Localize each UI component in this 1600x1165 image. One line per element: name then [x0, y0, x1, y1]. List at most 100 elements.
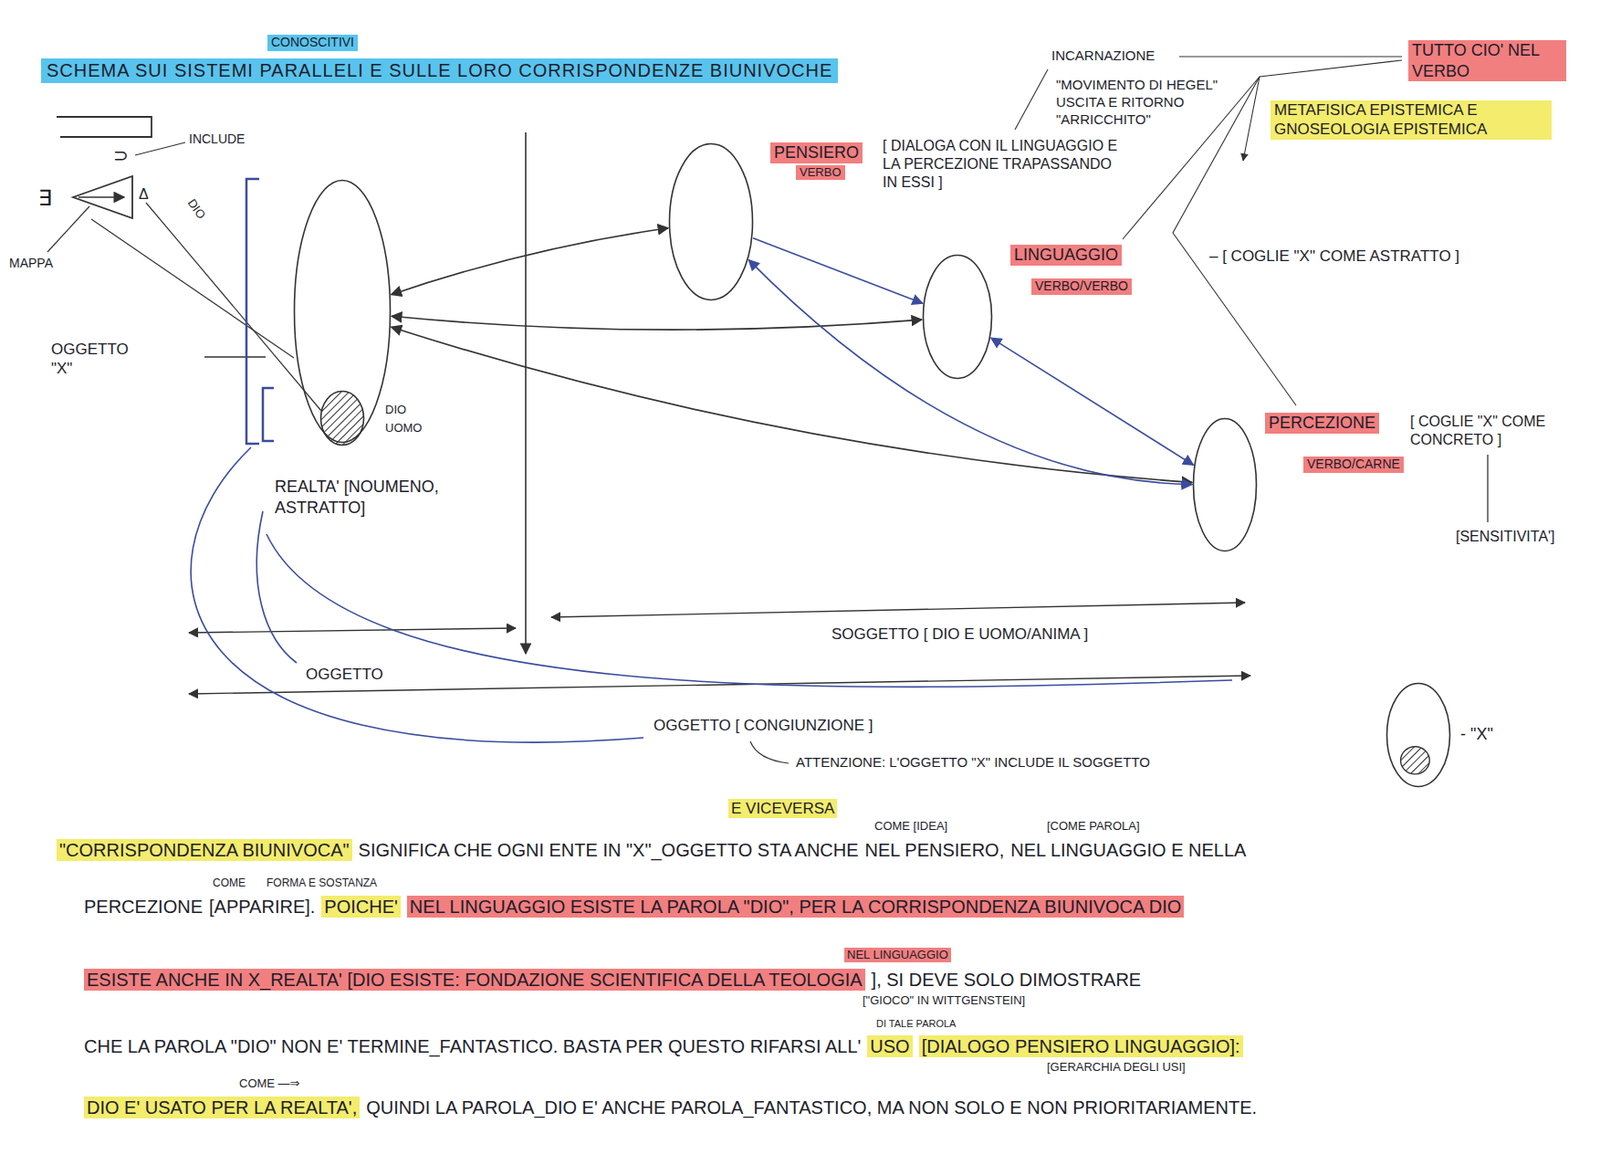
ellipse-outline — [668, 142, 754, 302]
annotation-label: ∃ — [38, 184, 53, 212]
ellipse-node: PERCEZIONEVERBO/CARNE — [1192, 417, 1258, 553]
paragraph-text: ESISTE ANCHE IN X_REALTA' [DIO ESISTE: F… — [83, 968, 866, 991]
paragraph-line: ESISTE ANCHE IN X_REALTA' [DIO ESISTE: F… — [83, 968, 1141, 991]
map-triangle — [73, 176, 133, 219]
leader-line — [135, 142, 186, 156]
paragraph-text: QUINDI LA PAROLA_DIO E' ANCHE PAROLA_FAN… — [366, 1096, 1257, 1119]
inserted-note: NEL LINGUAGGIO — [844, 947, 952, 963]
annotation-label: METAFISICA EPISTEMICA E GNOSEOLOGIA EPIS… — [1270, 100, 1552, 140]
connector — [748, 260, 1193, 485]
annotation-label: DIO — [184, 196, 210, 222]
paragraph-text: NEL LINGUAGGIO ESISTE LA PAROLA "DIO", P… — [407, 895, 1185, 918]
double-arrow — [188, 627, 516, 633]
inserted-note: COME [IDEA] — [874, 818, 948, 834]
paragraph-line: DIO E' USATO PER LA REALTA', QUINDI LA PA… — [83, 1096, 1257, 1119]
node-label: - "X" — [1460, 723, 1494, 745]
diagram-title: SCHEMA SUI SISTEMI PARALLELI E SULLE LOR… — [41, 58, 838, 84]
paragraph-line: CHE LA PAROLA "DIO" NON E' TERMINE_FANTA… — [83, 1035, 1244, 1057]
paragraph-text: POICHE' — [321, 895, 401, 918]
annotation-label: – [ COGLIE "X" COME ASTRATTO ] — [1209, 246, 1460, 266]
annotation-label: [SENSITIVITA'] — [1455, 527, 1556, 546]
paragraph-text: NEL PENSIERO, — [865, 838, 1005, 861]
node-label: LINGUAGGIO — [1010, 244, 1122, 266]
annotation-label: INCARNAZIONE — [1051, 47, 1155, 65]
leader-line — [1179, 55, 1402, 57]
paragraph-text: PERCEZIONE — [83, 895, 203, 918]
double-arrow — [551, 602, 1245, 617]
annotation-label: INCLUDE — [188, 131, 245, 148]
annotation-label: SOGGETTO [ DIO E UOMO/ANIMA ] — [831, 624, 1088, 644]
annotation-label: CONOSCITIVI — [267, 34, 358, 52]
paragraph-text: CHE LA PAROLA "DIO" NON E' TERMINE_FANTA… — [83, 1035, 861, 1057]
connector — [752, 238, 923, 304]
connector — [391, 315, 922, 330]
annotation-label: OGGETTO — [305, 664, 384, 684]
ellipse-outline — [1385, 681, 1452, 788]
inserted-note: ["GIOCO" IN WITTGENSTEIN] — [862, 993, 1025, 1008]
inserted-note: DI TALE PAROLA — [876, 1017, 956, 1031]
ellipse-node: REALTA' [NOUMENO, ASTRATTO]DIOUOMO — [292, 178, 392, 444]
include-symbol — [56, 116, 152, 137]
blue-curve — [266, 533, 1233, 687]
leader-line — [1486, 454, 1488, 523]
node-label: REALTA' [NOUMENO, ASTRATTO] — [274, 476, 467, 518]
object-bracket — [246, 178, 260, 444]
ellipse-shape — [669, 144, 753, 301]
ellipse-node: DIOUOMO — [319, 389, 366, 447]
paragraph-line: "CORRISPONDENZA BIUNIVOCA"SIGNIFICA CHE … — [56, 838, 1246, 861]
hatched-core — [1401, 746, 1431, 774]
paragraph-text: USO — [867, 1035, 912, 1057]
ellipse-shape — [1193, 418, 1257, 552]
inserted-note: FORMA E SOSTANZA — [266, 876, 377, 890]
leader-line — [750, 741, 789, 764]
connector — [391, 228, 669, 295]
node-label: UOMO — [385, 420, 422, 436]
paragraph-text: "CORRISPONDENZA BIUNIVOCA" — [56, 838, 353, 861]
inserted-note: E VICEVERSA — [728, 798, 837, 818]
annotation-label: OGGETTO "X" — [51, 339, 152, 379]
annotation-label: [ DIALOGA CON IL LINGUAGGIO E LA PERCEZI… — [882, 136, 1130, 192]
leader-line — [1014, 69, 1048, 130]
ellipse-outline — [921, 253, 994, 380]
blue-curve — [190, 447, 644, 743]
blue-curve — [256, 511, 297, 663]
inserted-note: [COME PAROLA] — [1046, 818, 1140, 834]
paragraph-line: PERCEZIONE [APPARIRE]. POICHE' NEL LINGUAGG… — [83, 895, 1184, 918]
node-label: PERCEZIONE — [1265, 412, 1380, 434]
ellipse-shape — [1387, 683, 1451, 787]
annotation-label: "MOVIMENTO DI HEGEL" USCITA E RITORNO "A… — [1056, 76, 1253, 128]
annotation-label: [ COGLIE "X" COME CONCRETO ] — [1410, 412, 1570, 450]
annotation-label: OGGETTO [ CONGIUNZIONE ] — [653, 715, 874, 735]
annotation-label: Δ — [138, 185, 149, 204]
node-label: VERBO/CARNE — [1303, 456, 1404, 473]
ellipse-node: LINGUAGGIOVERBO/VERBO — [921, 253, 994, 380]
ellipse-shape — [321, 391, 365, 446]
paragraph-text: ], SI DEVE SOLO DIMOSTRARE — [871, 968, 1142, 991]
ellipse-outline — [319, 389, 366, 447]
paragraph-text: SIGNIFICA CHE OGNI ENTE IN "X"_OGGETTO S… — [358, 838, 859, 861]
node-label: VERBO/VERBO — [1031, 278, 1132, 295]
triangle-arrow — [78, 196, 125, 199]
subject-bracket — [262, 387, 274, 441]
connector — [391, 326, 1193, 482]
annotation-label: TUTTO CIO' NEL VERBO — [1408, 40, 1567, 82]
ellipse-node: - "X" — [1385, 681, 1452, 788]
leader-line — [47, 206, 90, 252]
paragraph-text: NEL LINGUAGGIO E NELLA — [1010, 838, 1246, 861]
paragraph-text: [DIALOGO PENSIERO LINGUAGGIO]: — [919, 1035, 1244, 1057]
leader-line — [204, 355, 266, 357]
node-label: PENSIERO — [770, 142, 863, 164]
annotation-label: ATTENZIONE: L'OGGETTO "X" INCLUDE IL SOG… — [795, 753, 1151, 772]
paragraph-text: [APPARIRE]. — [209, 895, 315, 918]
inserted-note: COME — [212, 876, 246, 890]
ellipse-shape — [923, 255, 993, 379]
node-label: DIO — [385, 402, 407, 418]
ellipse-node: PENSIEROVERBO — [668, 142, 754, 302]
node-label: VERBO — [795, 165, 846, 180]
ellipse-outline — [1192, 417, 1258, 553]
divider-line — [524, 132, 527, 654]
annotation-label: MAPPA — [9, 255, 53, 272]
paragraph-text: DIO E' USATO PER LA REALTA', — [83, 1096, 360, 1119]
inserted-note: COME —⇒ — [239, 1076, 301, 1091]
